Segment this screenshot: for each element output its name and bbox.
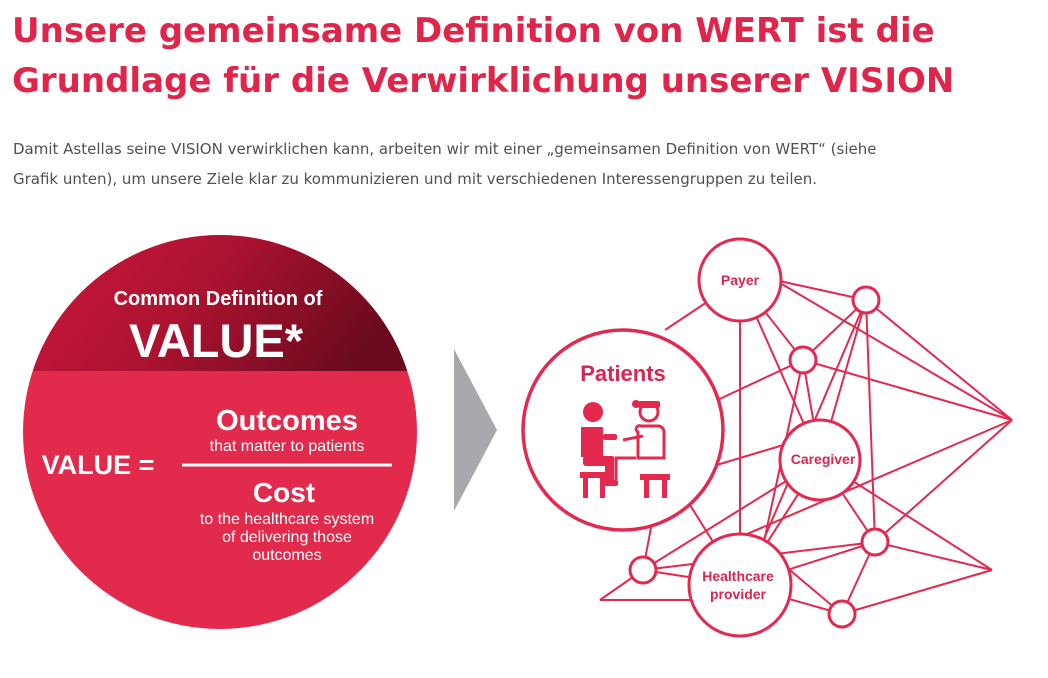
cost-sub-label-3: outcomes bbox=[252, 547, 321, 564]
small-node bbox=[860, 527, 890, 557]
intro-line-2: Grafik unten), um unsere Ziele klar zu k… bbox=[13, 170, 818, 188]
value-big-label: VALUE* bbox=[129, 314, 304, 367]
cost-label: Cost bbox=[253, 477, 315, 508]
patients-node bbox=[521, 328, 725, 532]
payer-node bbox=[697, 237, 783, 323]
page-title-line-1: Unsere gemeinsame Definition von WERT is… bbox=[12, 11, 935, 51]
outcomes-sub-label: that matter to patients bbox=[210, 438, 365, 455]
small-node bbox=[827, 599, 857, 629]
intro-line-1: Damit Astellas seine VISION verwirkliche… bbox=[13, 140, 877, 158]
small-node bbox=[788, 345, 818, 375]
payer-label: Payer bbox=[721, 272, 760, 288]
arrow-right-icon bbox=[454, 349, 497, 511]
provider-label-line-1: Healthcare bbox=[702, 568, 774, 584]
intro-paragraph: Damit Astellas seine VISION verwirkliche… bbox=[13, 134, 1033, 194]
provider-label-line-2: provider bbox=[710, 586, 767, 602]
outcomes-label: Outcomes bbox=[216, 405, 358, 437]
page-title: Unsere gemeinsame Definition von WERT is… bbox=[12, 6, 1032, 106]
page-title-line-2: Grundlage für die Verwirklichung unserer… bbox=[12, 61, 955, 101]
common-definition-label: Common Definition of bbox=[114, 288, 323, 310]
small-node bbox=[628, 555, 658, 585]
value-definition-circle: Common Definition of VALUE* VALUE = Outc… bbox=[23, 235, 417, 629]
small-node bbox=[851, 285, 881, 315]
healthcare-provider-node bbox=[687, 532, 793, 638]
patient-doctor-icon bbox=[580, 400, 670, 498]
patients-label: Patients bbox=[580, 361, 666, 386]
value-equation-label: VALUE = bbox=[42, 450, 155, 480]
caregiver-node bbox=[778, 418, 862, 502]
caregiver-label: Caregiver bbox=[791, 451, 856, 467]
network-nodes bbox=[521, 237, 890, 638]
cost-sub-label-1: to the healthcare system bbox=[200, 511, 374, 528]
cost-sub-label-2: of delivering those bbox=[222, 529, 352, 546]
